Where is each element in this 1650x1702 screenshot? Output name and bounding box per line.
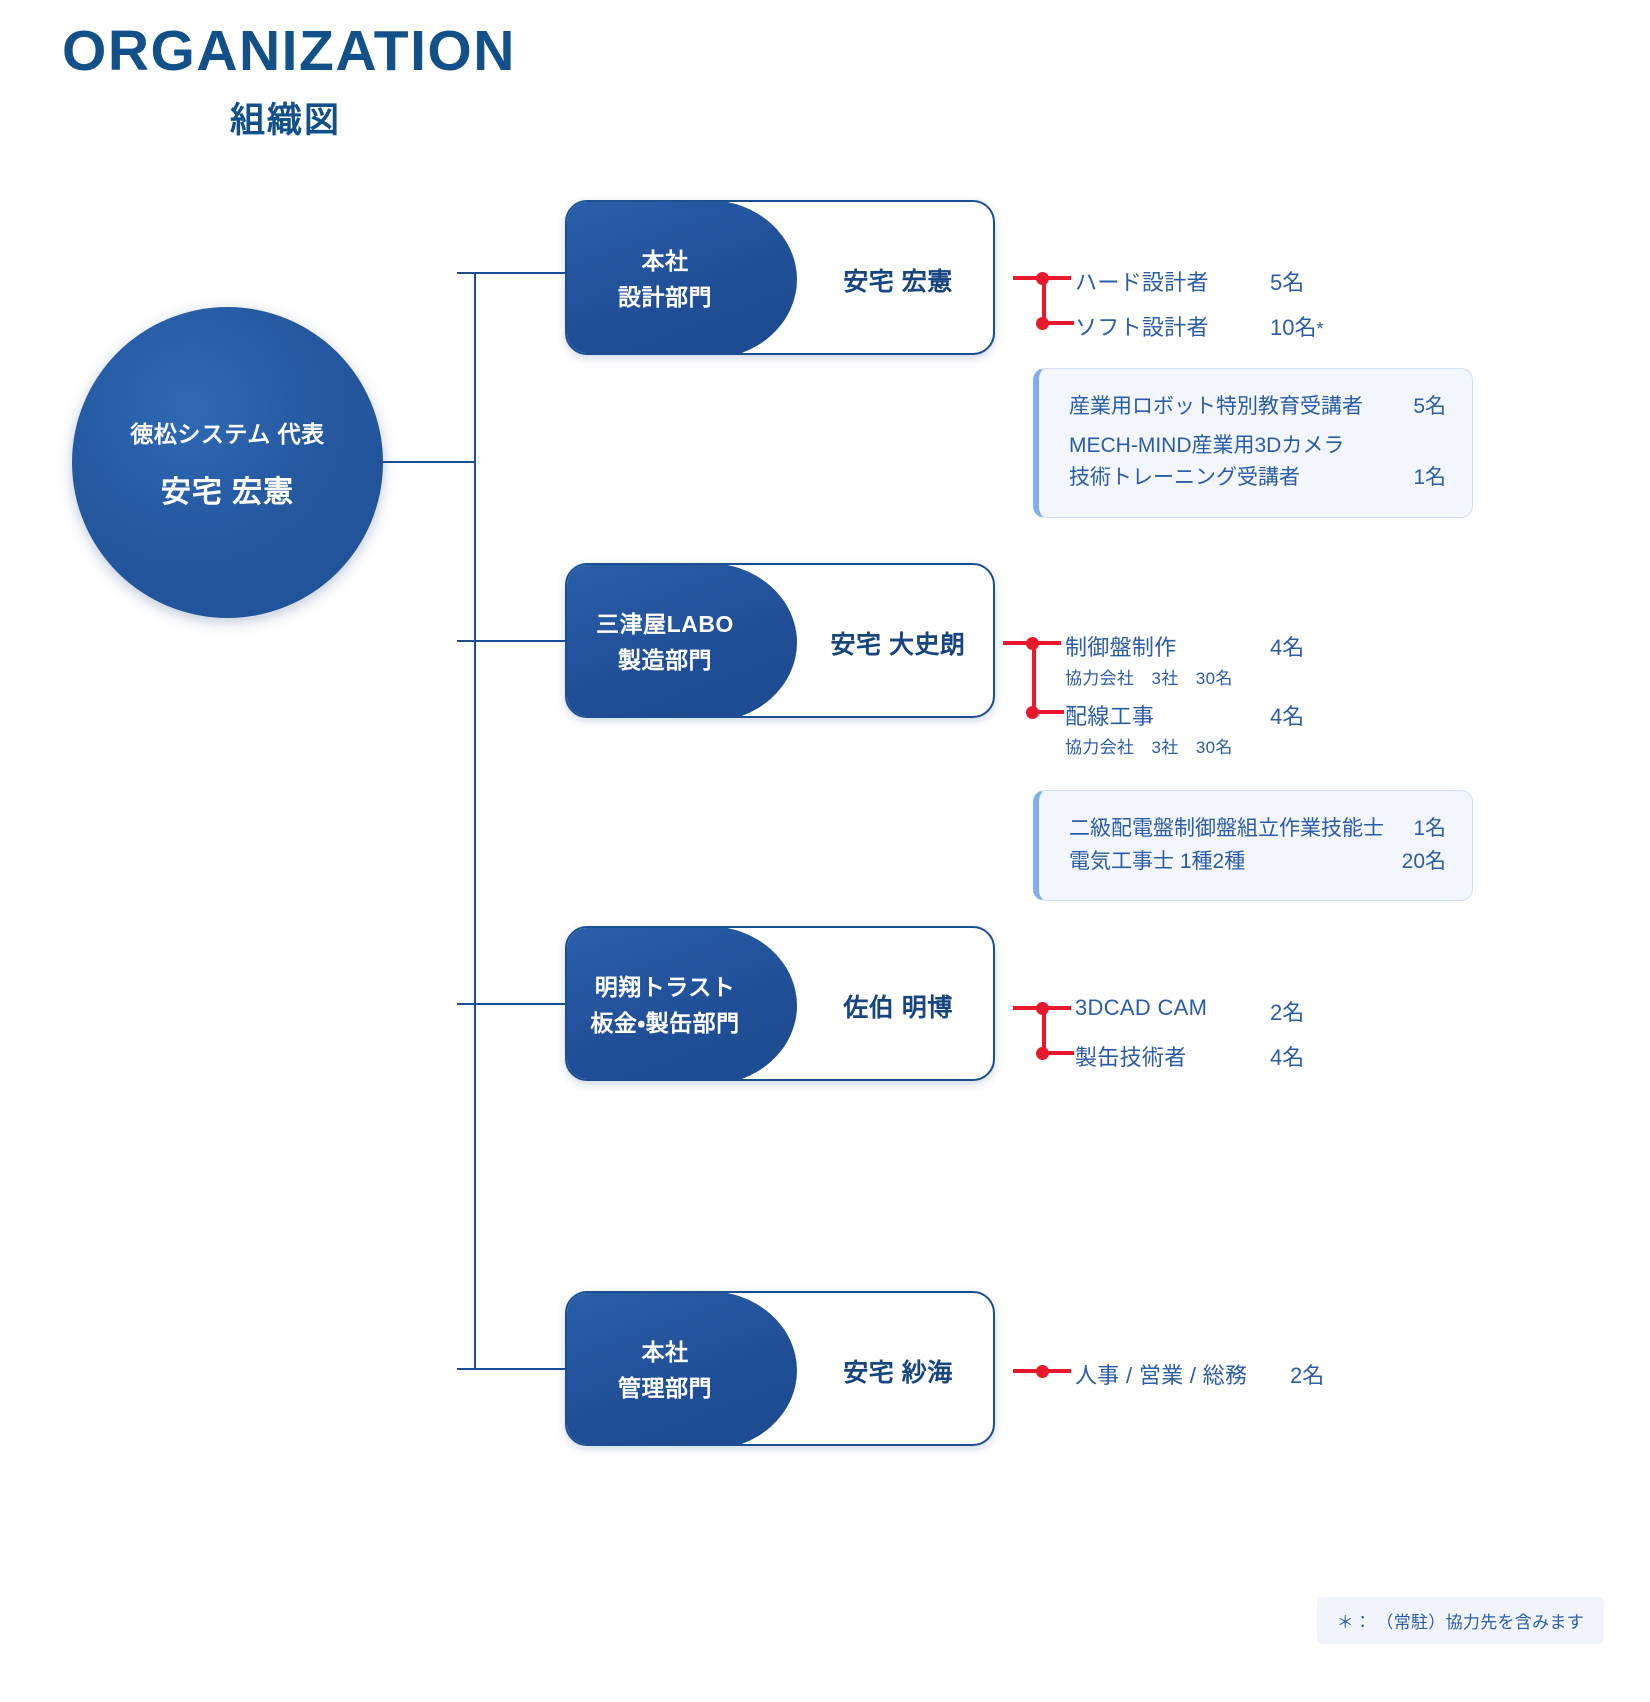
role-label: 制御盤制作 [1065, 635, 1177, 660]
department-manager-1: 安宅 宏憲 [843, 267, 953, 296]
info-card-1: 産業用ロボット特別教育受講者 5名 MECH-MIND産業用3Dカメラ 技術トレ… [1033, 368, 1473, 518]
role-row-1: ハード設計者 5名 [1075, 265, 1304, 297]
department-unit-4: 本社 管理部門 [567, 1293, 797, 1444]
bracket-spine [1032, 641, 1036, 716]
department-card-3[interactable]: 明翔トラスト 板金・製缶部門 佐伯 明博 [565, 926, 995, 1081]
role-row-2: 製缶技術者 4名 [1075, 1040, 1304, 1072]
info-text-second-line: 技術トレーニング受講者 [1069, 466, 1300, 490]
department-manager-3: 佐伯 明博 [843, 993, 953, 1022]
bracket-spine [1042, 1006, 1046, 1057]
bracket-dot-2 [1026, 706, 1039, 719]
role-count: 5名 [1270, 270, 1305, 295]
role-label: ハード設計者 [1075, 270, 1209, 295]
department-unit-line1: 本社 [641, 247, 689, 274]
info-text: 二級配電盤制御盤組立作業技能士 [1069, 817, 1384, 840]
role-row-2: ソフト設計者 10名* [1075, 310, 1324, 342]
department-unit-line1: 本社 [641, 1338, 689, 1365]
bracket-dot-2 [1036, 1047, 1049, 1060]
bracket-dot-1 [1026, 637, 1039, 650]
role-row-1: 人事 / 営業 / 総務 2名 [1075, 1358, 1324, 1390]
bracket-spine [1042, 276, 1046, 327]
role-count: 4名 [1270, 1045, 1305, 1070]
department-unit-line1: 明翔トラスト [594, 973, 736, 1000]
role-count: 2名 [1270, 1000, 1305, 1025]
page-header: ORGANIZATION 組織図 [62, 19, 516, 143]
root-node-circle[interactable]: 徳松システム 代表 安宅 宏憲 [72, 307, 383, 618]
department-manager-4: 安宅 紗海 [843, 1358, 953, 1387]
department-unit-line2: 管理部門 [618, 1374, 712, 1401]
role-label: ソフト設計者 [1075, 315, 1209, 340]
bracket-stem-2 [1046, 321, 1074, 325]
role-label: 人事 / 営業 / 総務 [1075, 1363, 1248, 1388]
info-count: 1名 [1413, 465, 1446, 489]
department-card-4[interactable]: 本社 管理部門 安宅 紗海 [565, 1291, 995, 1446]
root-person-name: 安宅 宏憲 [160, 475, 295, 509]
department-unit-2: 三津屋LABO 製造部門 [567, 565, 797, 716]
info-count: 5名 [1413, 395, 1446, 418]
bracket-dot-1 [1036, 1002, 1049, 1015]
bracket-dot-2 [1036, 317, 1049, 330]
role-star: * [1316, 319, 1324, 339]
root-org-label: 徳松システム 代表 [130, 420, 325, 447]
connector-branch-3 [457, 1003, 567, 1005]
info-card-2: 二級配電盤制御盤組立作業技能士 1名 電気工事士 1種2種 20名 [1033, 790, 1473, 902]
department-manager-2: 安宅 大史朗 [830, 630, 966, 659]
role-row-1: 3DCAD CAM 2名 [1075, 995, 1304, 1025]
connector-root-stem [383, 461, 476, 463]
info-count: 20名 [1401, 849, 1446, 873]
info-row: 電気工事士 1種2種 20名 [1069, 846, 1446, 879]
department-unit-3: 明翔トラスト 板金・製缶部門 [567, 928, 797, 1079]
department-unit-line2: 製造部門 [618, 646, 712, 673]
bracket-stem-2 [1046, 1051, 1074, 1055]
bracket-dot-1 [1036, 1365, 1049, 1378]
connector-spine [474, 272, 476, 1368]
info-row: MECH-MIND産業用3Dカメラ 技術トレーニング受講者 1名 [1069, 430, 1446, 495]
role-label: 製缶技術者 [1075, 1045, 1187, 1070]
bracket-stem-2 [1036, 710, 1064, 714]
role-row-2: 配線工事 4名 [1065, 699, 1304, 731]
role-row-1: 制御盤制作 4名 [1065, 630, 1304, 662]
info-count: 1名 [1413, 817, 1446, 840]
info-text: 産業用ロボット特別教育受講者 [1069, 395, 1363, 418]
department-unit-1: 本社 設計部門 [567, 202, 797, 353]
role-sub-1: 協力会社 3社 30名 [1065, 669, 1233, 688]
department-card-2[interactable]: 三津屋LABO 製造部門 安宅 大史朗 [565, 563, 995, 718]
department-unit-line2: 設計部門 [618, 283, 712, 310]
role-count: 10名* [1270, 315, 1324, 340]
department-unit-line2: 板金・製缶部門 [590, 1009, 740, 1036]
role-sub-2: 協力会社 3社 30名 [1065, 738, 1233, 757]
page-title-en: ORGANIZATION [62, 19, 516, 83]
info-row: 産業用ロボット特別教育受講者 5名 [1069, 391, 1446, 424]
department-unit-line1: 三津屋LABO [596, 610, 734, 637]
role-count: 4名 [1270, 704, 1305, 729]
role-count: 4名 [1270, 635, 1305, 660]
connector-branch-1 [457, 272, 567, 274]
page-title-ja: 組織図 [230, 100, 342, 140]
info-row: 二級配電盤制御盤組立作業技能士 1名 [1069, 813, 1446, 846]
info-text: 電気工事士 1種2種 [1069, 849, 1246, 873]
connector-branch-2 [457, 640, 567, 642]
role-label: 3DCAD CAM [1075, 995, 1208, 1020]
footnote: ＊： （常駐）協力先を含みます [1316, 1597, 1604, 1644]
role-count: 2名 [1290, 1363, 1325, 1388]
department-card-1[interactable]: 本社 設計部門 安宅 宏憲 [565, 200, 995, 355]
bracket-dot-1 [1036, 272, 1049, 285]
connector-branch-4 [457, 1368, 567, 1370]
info-text: MECH-MIND産業用3Dカメラ [1069, 433, 1345, 457]
role-label: 配線工事 [1065, 704, 1155, 729]
